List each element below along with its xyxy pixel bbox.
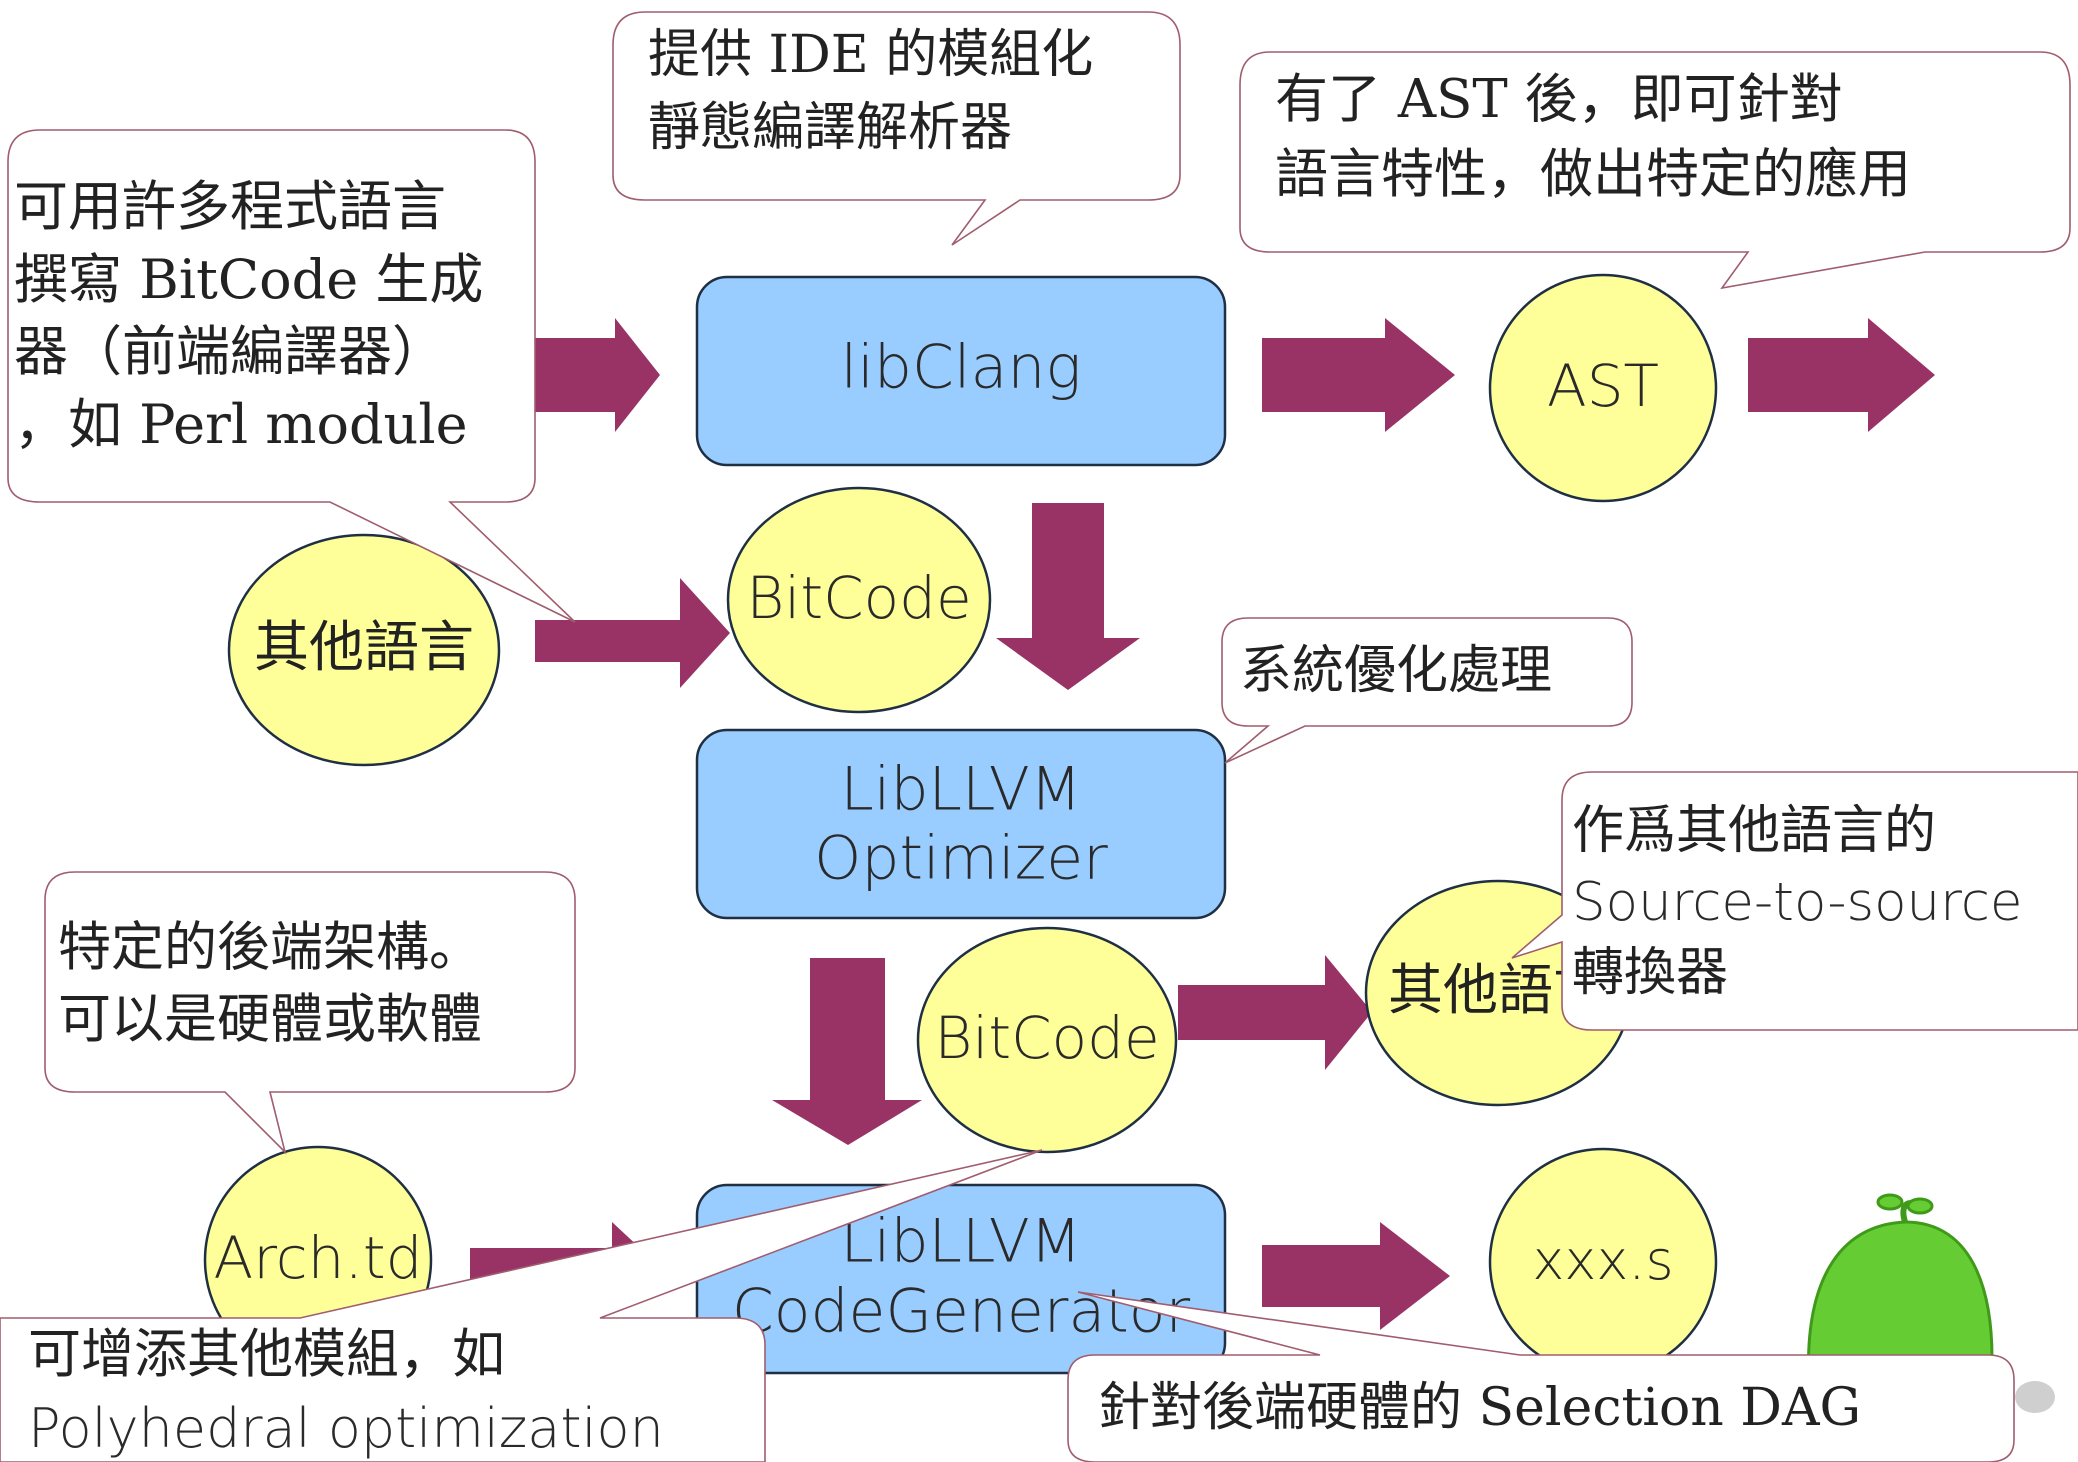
callout-backend-line2: 可以是硬體或軟體: [58, 989, 482, 1050]
bitcode-label-2: BitCode: [934, 1004, 1159, 1072]
bitcode-node-1: [726, 486, 992, 714]
callout-modules-line2: Polyhedral optimization: [28, 1397, 664, 1460]
callout-backend: [44, 871, 576, 1155]
callout-optimizer-line1: 系統優化處理: [1240, 641, 1552, 701]
libclang-label: libClang: [841, 333, 1082, 403]
arrow-libclang-to-optimizer: [996, 503, 1140, 690]
arrow-optimizer-to-codegen: [772, 958, 922, 1145]
callout-ast-usage: [1239, 51, 2071, 290]
callout-ast-usage-line1: 有了 AST 後，即可針對: [1275, 69, 1843, 130]
libclang-box: [695, 275, 1227, 467]
callout-backend-line1: 特定的後端架構。: [58, 917, 482, 978]
arrow-bitcode-to-otherlang: [1178, 955, 1372, 1070]
callout-frontend-line4: ，如 Perl module: [14, 393, 468, 456]
other-language-input-label: 其他語言: [254, 615, 474, 679]
callout-optimizer: [1221, 617, 1633, 764]
arrow-libclang-to-ast: [1262, 318, 1455, 432]
callout-ide-line1: 提供 IDE 的模組化: [648, 25, 1093, 85]
other-language-input-node: [227, 533, 501, 767]
callout-frontend-line1: 可用許多程式語言: [14, 175, 446, 238]
callout-source-to-source: [1511, 771, 2078, 1031]
bitcode-label-1: BitCode: [746, 564, 971, 632]
codegen-label-line1: LibLLVM: [840, 1207, 1081, 1277]
arrow-codegen-to-output: [1262, 1222, 1450, 1330]
callout-frontend-line2: 撰寫 BitCode 生成: [14, 248, 483, 311]
arrow-frontend-to-libclang: [535, 318, 660, 432]
optimizer-label-line2: Optimizer: [814, 824, 1108, 894]
callout-ide-line2: 靜態編譯解析器: [648, 98, 1012, 158]
arrow-ast-to-application: [1748, 318, 1935, 432]
arch-td-label: Arch.td: [214, 1224, 423, 1292]
callout-ide: [612, 11, 1181, 246]
callout-source-to-source-line3: 轉換器: [1572, 943, 1728, 1003]
ast-node: [1488, 273, 1718, 503]
bitcode-node-2: [916, 926, 1178, 1154]
arrow-otherlang-to-bitcode: [535, 578, 730, 688]
callout-source-to-source-line2: Source-to-source: [1572, 872, 2022, 933]
callout-source-to-source-line1: 作爲其他語言的: [1572, 801, 1936, 861]
callout-frontend: [7, 129, 576, 623]
callout-modules: [0, 1149, 1043, 1462]
callout-ast-usage-line2: 語言特性，做出特定的應用: [1275, 144, 1911, 205]
callout-selection-dag-line1: 針對後端硬體的 Selection DAG: [1098, 1378, 1861, 1438]
optimizer-box: [695, 728, 1227, 920]
ast-label: AST: [1547, 352, 1659, 420]
optimizer-label-line1: LibLLVM: [840, 755, 1081, 825]
output-s-label: xxx.s: [1532, 1229, 1673, 1292]
callout-frontend-line3: 器（前端編譯器）: [14, 320, 446, 383]
callout-modules-line1: 可增添其他模組，如: [28, 1324, 505, 1385]
codegen-label-line2: CodeGenerator: [732, 1277, 1191, 1347]
